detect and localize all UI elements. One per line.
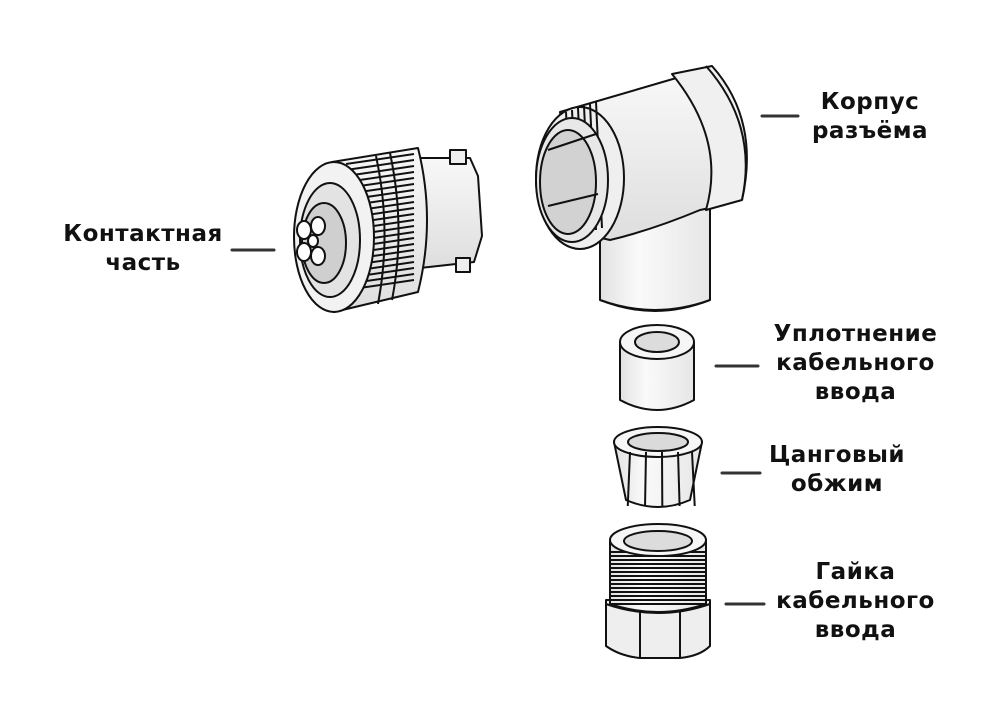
- collet-label: Цанговый обжим: [762, 441, 912, 499]
- cable-seal-part: [619, 324, 695, 411]
- hatch-line: [691, 451, 696, 507]
- cable-seal-label-line-3: ввода: [814, 379, 897, 405]
- connector-housing-part: [535, 65, 748, 312]
- collet-label-line-2: обжим: [790, 471, 884, 497]
- hatch-line: [644, 451, 647, 507]
- cable-nut-label-line-3: ввода: [814, 617, 897, 643]
- cable-seal-label-line-2: кабельного: [776, 350, 935, 376]
- hatch-line: [677, 451, 681, 507]
- hatch-line: [626, 451, 631, 507]
- contact-part-label: Контактная часть: [58, 220, 228, 278]
- contact-part-label-line-2: часть: [105, 250, 181, 276]
- housing-label: Корпус разъёма: [800, 88, 940, 146]
- cable-seal-label: Уплотнение кабельного ввода: [768, 320, 943, 407]
- collet-part: [613, 426, 703, 508]
- cable-nut-label-line-2: кабельного: [776, 588, 935, 614]
- cable-nut-part: [605, 523, 711, 659]
- leader-lines: [230, 114, 800, 606]
- collet-label-line-1: Цанговый: [768, 442, 906, 468]
- contact-part-label-line-1: Контактная: [63, 221, 223, 247]
- cable-nut-label-line-1: Гайка: [815, 559, 896, 585]
- cable-nut-label: Гайка кабельного ввода: [768, 558, 943, 645]
- hatch-line: [345, 153, 415, 165]
- hatch-line: [345, 159, 415, 171]
- contact-insert-part: [293, 147, 483, 313]
- housing-label-line-1: Корпус: [820, 89, 920, 115]
- housing-label-line-2: разъёма: [811, 118, 929, 144]
- cable-seal-label-line-1: Уплотнение: [773, 321, 938, 347]
